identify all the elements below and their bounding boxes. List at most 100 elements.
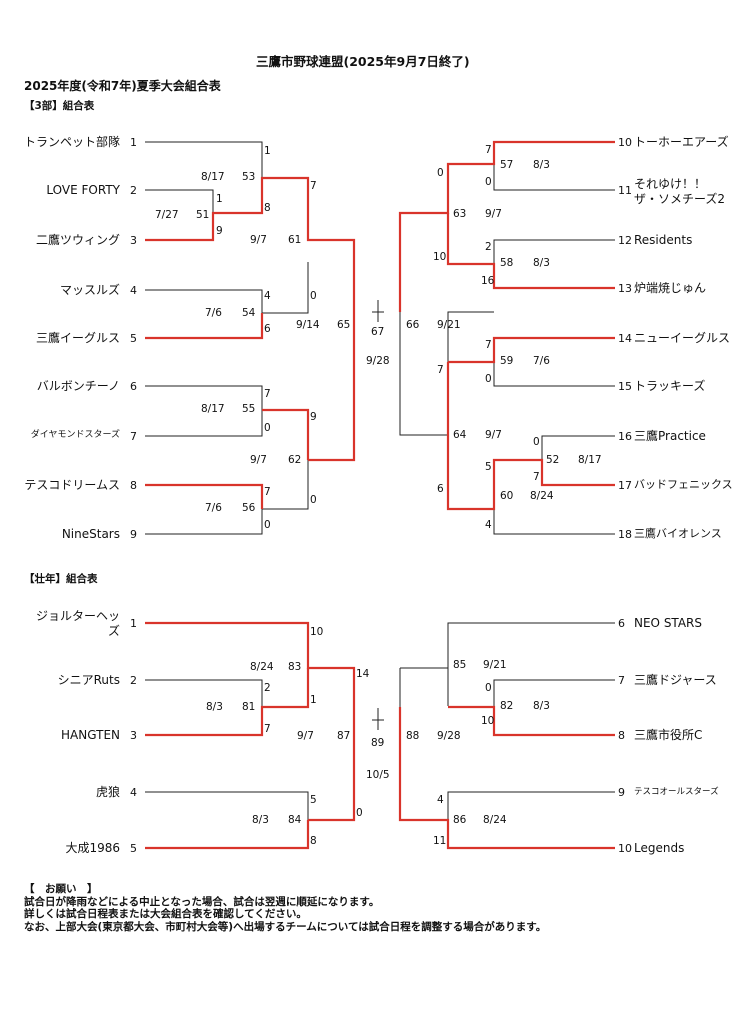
game-number: 61 <box>288 234 302 246</box>
team-seed: 3 <box>130 234 137 247</box>
game-number: 59 <box>500 355 514 367</box>
game-number: 65 <box>337 319 351 331</box>
team-name: Residents <box>634 233 693 247</box>
score: 8 <box>264 202 271 214</box>
team-name: ダイヤモンドスターズ <box>30 430 120 440</box>
team-seed: 17 <box>618 479 632 492</box>
section-heading-div3: 【3部】組合表 <box>24 100 95 112</box>
team-name: シニアRuts <box>57 673 120 687</box>
score: 1 <box>310 694 317 706</box>
game-number: 85 <box>453 659 467 671</box>
game-number: 87 <box>337 730 351 742</box>
team-name: 三鷹ドジャース <box>634 673 717 687</box>
game-date: 7/27 <box>155 209 179 221</box>
game-number: 52 <box>546 454 560 466</box>
team-name: テスコドリームス <box>24 478 120 492</box>
game-date: 9/7 <box>485 208 502 220</box>
team-name: ジョルターヘッ ズ <box>35 609 120 638</box>
score: 16 <box>481 275 495 287</box>
team-name: 三鷹市役所C <box>634 728 703 742</box>
score: 7 <box>264 723 271 735</box>
team-name: NineStars <box>61 527 120 541</box>
game-date: 9/7 <box>250 234 267 246</box>
game-date: 9/7 <box>250 454 267 466</box>
score: 7 <box>264 486 271 498</box>
team-seed: 13 <box>618 282 632 295</box>
game-number: 54 <box>242 307 256 319</box>
score: 9 <box>310 411 317 423</box>
score: 0 <box>264 519 271 531</box>
team-name: トラッキーズ <box>634 379 706 393</box>
score: 2 <box>485 241 492 253</box>
team-name: 二鷹ツウィング <box>35 233 120 247</box>
game-date: 9/28 <box>366 355 390 367</box>
game-number: 86 <box>453 814 467 826</box>
game-date: 8/17 <box>578 454 602 466</box>
score: 9 <box>216 225 223 237</box>
score: 2 <box>264 682 271 694</box>
game-number: 67 <box>371 326 385 338</box>
team-name: NEO STARS <box>634 616 702 630</box>
score: 0 <box>310 290 317 302</box>
game-number: 62 <box>288 454 302 466</box>
score: 10 <box>433 251 447 263</box>
game-number: 83 <box>288 661 302 673</box>
game-number: 66 <box>406 319 420 331</box>
score: 6 <box>264 323 271 335</box>
score: 10 <box>481 715 495 727</box>
game-date: 8/24 <box>483 814 507 826</box>
score: 14 <box>356 668 370 680</box>
team-name: Legends <box>634 841 685 855</box>
game-number: 82 <box>500 700 514 712</box>
score: 4 <box>437 794 444 806</box>
team-seed: 6 <box>130 380 137 393</box>
team-name: LOVE FORTY <box>46 183 120 197</box>
score: 0 <box>485 373 492 385</box>
game-number: 58 <box>500 257 514 269</box>
score: 4 <box>264 290 271 302</box>
game-date: 8/24 <box>530 490 554 502</box>
score: 5 <box>485 461 492 473</box>
game-number: 84 <box>288 814 302 826</box>
score: 0 <box>356 807 363 819</box>
score: 10 <box>310 626 324 638</box>
team-name: 虎狼 <box>95 785 120 799</box>
game-date: 8/3 <box>533 700 550 712</box>
score: 7 <box>533 471 540 483</box>
notes-block: 【 お願い 】 試合日が降雨などによる中止となった場合、試合は翌週に順延になりま… <box>24 883 546 933</box>
team-seed: 1 <box>130 136 137 149</box>
score: 4 <box>485 519 492 531</box>
score: 0 <box>533 436 540 448</box>
team-name: トランペット部隊 <box>23 135 120 149</box>
team-seed: 3 <box>130 729 137 742</box>
team-seed: 10 <box>618 842 632 855</box>
game-date: 8/3 <box>206 701 223 713</box>
team-seed: 7 <box>618 674 625 687</box>
score: 0 <box>485 682 492 694</box>
game-date: 9/21 <box>483 659 507 671</box>
team-name: マッスルズ <box>59 283 120 297</box>
game-date: 9/28 <box>437 730 461 742</box>
team-seed: 7 <box>130 430 137 443</box>
team-seed: 8 <box>618 729 625 742</box>
game-number: 55 <box>242 403 256 415</box>
section-heading-senior: 【壮年】組合表 <box>24 573 98 585</box>
page-title: 三鷹市野球連盟(2025年9月7日終了) <box>256 54 470 69</box>
score: 0 <box>437 167 444 179</box>
team-name: バルボンチーノ <box>36 379 120 393</box>
team-seed: 6 <box>618 617 625 630</box>
team-seed: 4 <box>130 284 137 297</box>
score: 0 <box>264 422 271 434</box>
game-date: 10/5 <box>366 769 390 781</box>
page-subtitle: 2025年度(令和7年)夏季大会組合表 <box>24 79 221 93</box>
notes-line: 試合日が降雨などによる中止となった場合、試合は翌週に順延になります。 <box>24 895 380 908</box>
score: 7 <box>485 339 492 351</box>
team-seed: 12 <box>618 234 632 247</box>
game-date: 9/7 <box>485 429 502 441</box>
game-number: 56 <box>242 502 256 514</box>
game-date: 8/17 <box>201 403 225 415</box>
score: 11 <box>433 835 447 847</box>
team-name: ニューイーグルス <box>634 331 731 345</box>
team-name: 三鷹イーグルス <box>35 331 120 345</box>
